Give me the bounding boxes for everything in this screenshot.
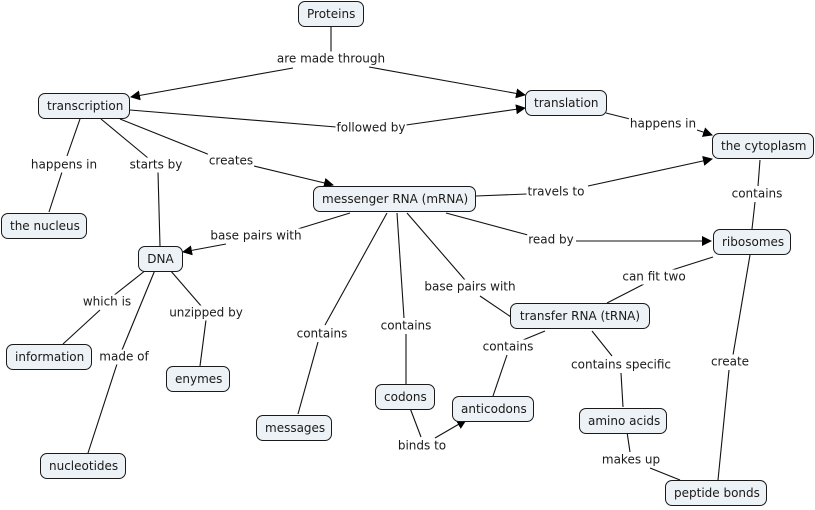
edge-makes-up-peptide-bonds	[649, 467, 681, 481]
edge-cytoplasm-contains	[757, 159, 761, 187]
link-read-by: read by	[527, 232, 575, 248]
edge-creates-mrna	[253, 165, 334, 188]
edge-transcription-happens-in	[66, 118, 81, 157]
link-followed-by: followed by	[335, 120, 407, 136]
link-happens-in-transcription: happens in	[29, 157, 99, 173]
edge-mrna-base-pairs-with-trna	[406, 212, 466, 281]
edge-translation-happens-in	[605, 112, 631, 120]
node-ribosomes[interactable]: ribosomes	[713, 229, 791, 255]
edge-travels-to-cytoplasm	[587, 156, 713, 187]
node-proteins[interactable]: Proteins	[298, 1, 364, 27]
edge-mrna-contains-messages	[324, 212, 388, 326]
edge-codons-binds-to	[409, 407, 422, 438]
edge-are-made-through-translation	[368, 66, 526, 99]
link-contains-codons: contains	[379, 318, 433, 334]
link-makes-up: makes up	[600, 452, 662, 468]
node-translation[interactable]: translation	[525, 90, 607, 116]
edge-mrna-contains-codons	[396, 212, 405, 319]
edge-base-pairs-with-dna	[182, 243, 227, 256]
edge-which-is-information	[62, 309, 101, 345]
link-can-fit-two: can fit two	[621, 269, 687, 285]
edge-can-fit-two-trna	[606, 283, 645, 304]
link-binds-to: binds to	[396, 438, 448, 454]
edge-transcription-creates	[119, 118, 211, 156]
edge-made-of-nucleotides	[87, 363, 118, 454]
node-messenger-rna[interactable]: messenger RNA (mRNA)	[313, 186, 476, 212]
edge-starts-by-dna	[157, 171, 161, 247]
edge-mrna-read-by	[445, 212, 529, 236]
edge-binds-to-anticodons	[434, 419, 467, 439]
edge-contains-anticodons	[492, 354, 508, 397]
node-messages[interactable]: messages	[256, 415, 332, 441]
link-contains-messages: contains	[295, 326, 349, 342]
link-unzipped-by: unzipped by	[168, 305, 244, 321]
edge-base-pairs-with-trna-line	[479, 295, 512, 318]
link-create: create	[709, 354, 751, 370]
edge-transcription-starts-by	[100, 118, 149, 159]
edge-trna-contains	[522, 330, 546, 341]
link-starts-by: starts by	[128, 157, 184, 173]
link-base-pairs-with-trna: base pairs with	[423, 279, 517, 295]
node-enymes[interactable]: enymes	[166, 366, 230, 392]
node-codons[interactable]: codons	[375, 384, 435, 410]
edge-ribosomes-create	[732, 254, 751, 356]
edge-dna-unzipped-by	[169, 269, 203, 308]
edge-happens-in-cytoplasm	[696, 127, 713, 137]
edge-followed-by-translation	[405, 104, 526, 126]
edge-mrna-travels-to	[475, 193, 528, 197]
node-information[interactable]: information	[6, 344, 92, 370]
link-are-made-through: are made through	[275, 51, 387, 67]
node-transfer-rna[interactable]: transfer RNA (tRNA)	[510, 303, 650, 329]
edge-ribosomes-can-fit-two	[671, 256, 714, 271]
link-made-of: made of	[98, 349, 150, 365]
link-base-pairs-with-dna: base pairs with	[209, 228, 303, 244]
edge-dna-made-of	[121, 269, 156, 351]
node-dna[interactable]: DNA	[138, 246, 183, 272]
link-which-is: which is	[81, 294, 133, 310]
edge-contains-messages-line	[297, 341, 319, 415]
edge-amino-acids-makes-up	[626, 431, 631, 453]
node-amino-acids[interactable]: amino acids	[579, 408, 667, 434]
node-nucleotides[interactable]: nucleotides	[40, 453, 126, 479]
node-anticodons[interactable]: anticodons	[452, 396, 534, 422]
link-travels-to: travels to	[526, 184, 586, 200]
edge-unzipped-by-enymes	[199, 319, 207, 367]
node-the-cytoplasm[interactable]: the cytoplasm	[712, 133, 814, 159]
edge-trna-contains-specific	[591, 330, 613, 357]
node-the-nucleus[interactable]: the nucleus	[1, 213, 87, 239]
edge-are-made-through-transcription	[130, 67, 294, 101]
link-contains-anticodons: contains	[481, 339, 535, 355]
node-transcription[interactable]: transcription	[38, 93, 130, 119]
link-contains-cytoplasm: contains	[730, 186, 784, 202]
link-creates: creates	[207, 153, 255, 169]
link-happens-in-translation: happens in	[628, 116, 698, 132]
edge-contains-ribosomes	[751, 201, 756, 230]
node-peptide-bonds[interactable]: peptide bonds	[665, 480, 767, 506]
edge-happens-in-nucleus	[48, 171, 63, 213]
edge-contains-specific-amino-acids	[620, 372, 624, 408]
link-contains-specific: contains specific	[570, 357, 672, 373]
edge-create-peptide-bonds	[717, 369, 730, 481]
edge-transcription-followed-by	[129, 109, 337, 128]
